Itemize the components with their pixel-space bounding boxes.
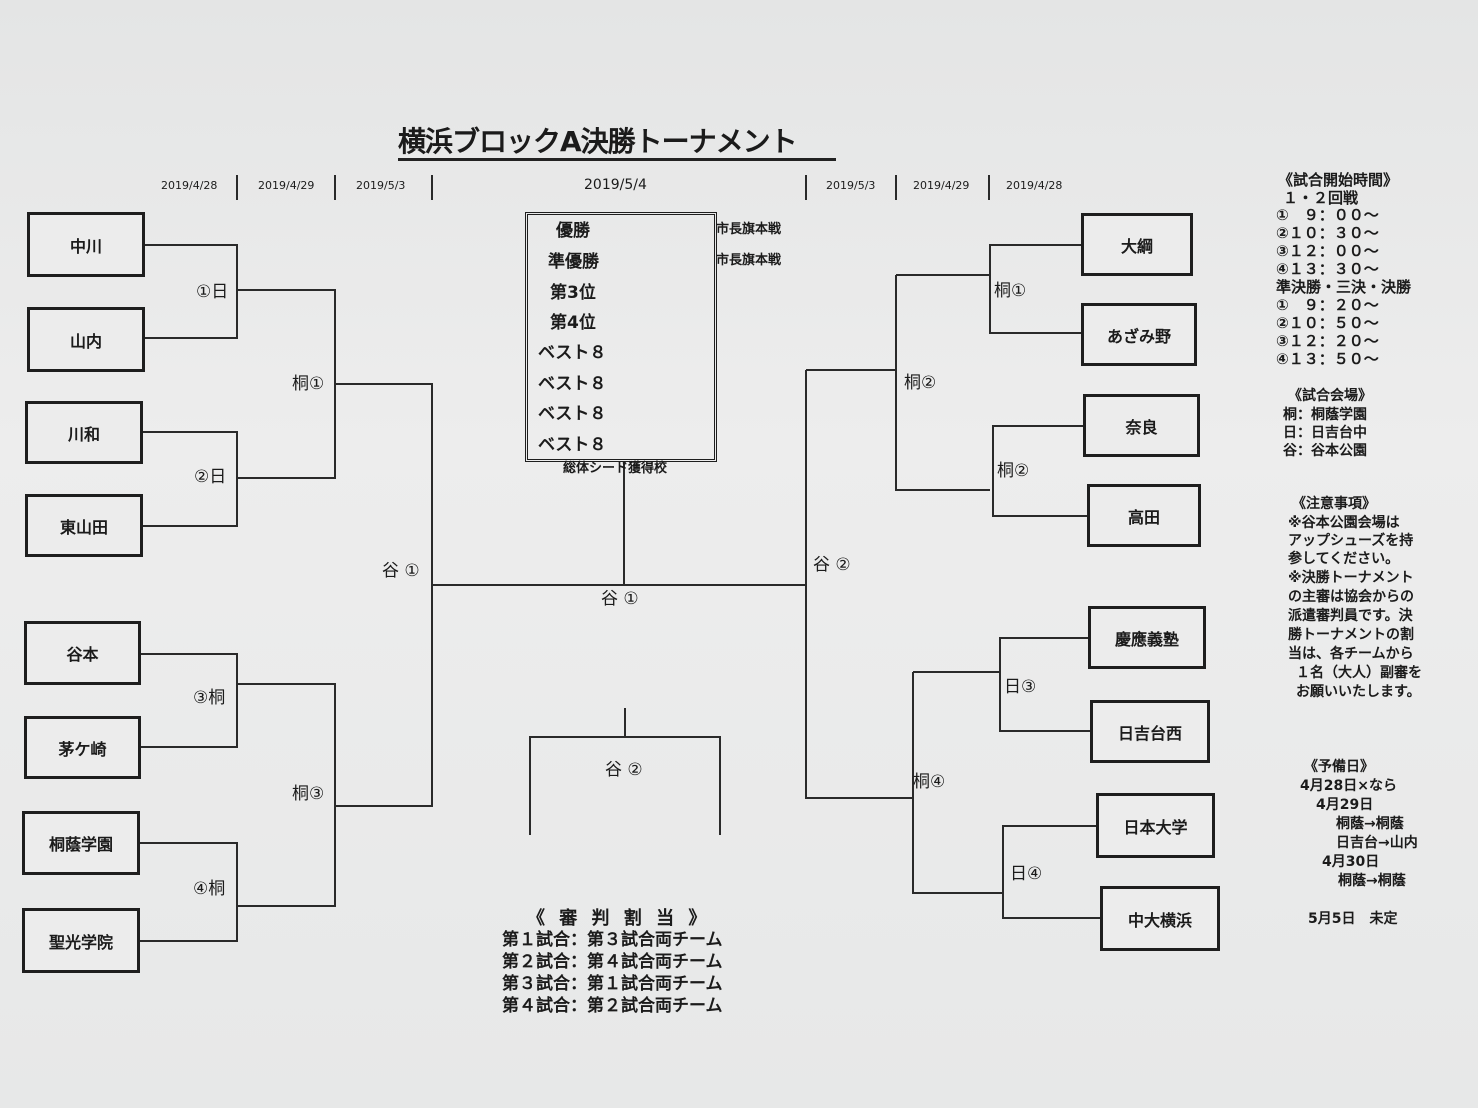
- page-title: 横浜ブロックA決勝トーナメント: [398, 125, 798, 158]
- match-label: 日③: [1004, 677, 1037, 697]
- referee-title: 《 審 判 割 当 》: [527, 908, 711, 929]
- match-label: 桐②: [997, 461, 1030, 481]
- seed-item: ベスト８: [538, 343, 607, 363]
- date-right-r1: 2019/4/28: [1006, 179, 1063, 192]
- notes-line: 勝トーナメントの割: [1288, 627, 1414, 643]
- date-right-r2: 2019/4/29: [913, 179, 970, 192]
- notes-line: の主審は協会からの: [1288, 589, 1414, 605]
- final-label: 谷 ①: [601, 589, 639, 609]
- match-label: 桐②: [904, 373, 937, 393]
- match-label: 桐①: [994, 281, 1027, 301]
- schedule-line: ④１３：５０～: [1276, 350, 1379, 368]
- match-label: 日④: [1010, 864, 1043, 884]
- venue-line: 日：日吉台中: [1283, 425, 1367, 441]
- notes-line: 派遣審判員です。決: [1288, 608, 1413, 624]
- seed-caption: 総体シード獲得校: [563, 461, 668, 476]
- team-box: 東山田: [25, 494, 143, 557]
- date-left-r2: 2019/4/29: [258, 179, 315, 192]
- team-box: 茅ケ崎: [24, 716, 141, 779]
- seed-item: ベスト８: [538, 404, 607, 424]
- team-box: 谷本: [24, 621, 141, 685]
- match-label: 谷 ①: [382, 561, 420, 581]
- schedule-line: ②１０：５０～: [1276, 314, 1379, 332]
- schedule-line: ③１２：２０～: [1276, 332, 1379, 350]
- reserve-line: 4月29日: [1316, 797, 1374, 813]
- title-underline: [398, 158, 836, 161]
- reserve-line: 5月5日 未定: [1308, 911, 1398, 927]
- team-box: 聖光学院: [22, 908, 140, 973]
- team-box: 日本大学: [1096, 793, 1215, 858]
- reserve-line: 4月28日×なら: [1300, 778, 1397, 794]
- venue-title: 《試合会場》: [1288, 388, 1372, 404]
- notes-line: お願いいたします。: [1296, 684, 1421, 700]
- schedule-line: １・２回戦: [1283, 189, 1359, 207]
- date-left-r3: 2019/5/3: [356, 179, 406, 192]
- seed-item: ベスト８: [538, 374, 607, 394]
- schedule-line: ②１０：３０～: [1276, 224, 1379, 242]
- schedule-line: ③１２：００～: [1276, 242, 1379, 260]
- date-right-r3: 2019/5/3: [826, 179, 876, 192]
- seed-item: 第3位: [550, 283, 596, 303]
- team-box: 中川: [27, 212, 145, 277]
- reserve-line: 日吉台→山内: [1336, 835, 1418, 851]
- team-box: 中大横浜: [1100, 886, 1220, 951]
- seed-note: 市長旗本戦: [716, 222, 782, 237]
- match-label: 桐①: [292, 374, 325, 394]
- schedule-line: ① ９：００～: [1276, 206, 1379, 224]
- schedule-line: ④１３：３０～: [1276, 260, 1379, 278]
- team-box: 桐蔭学園: [22, 811, 140, 875]
- venue-line: 谷：谷本公園: [1283, 443, 1367, 459]
- seed-item: ベスト８: [538, 435, 607, 455]
- seed-item: 第4位: [550, 313, 596, 333]
- reserve-line: 桐蔭→桐蔭: [1336, 816, 1404, 832]
- match-label: 桐③: [292, 784, 325, 804]
- team-box: 大綱: [1081, 213, 1193, 276]
- match-label: ④桐: [193, 879, 226, 899]
- match-label: ①日: [196, 282, 229, 302]
- notes-line: 当は、各チームから: [1288, 646, 1414, 662]
- team-box: 慶應義塾: [1088, 606, 1206, 669]
- notes-title: 《注意事項》: [1292, 496, 1376, 512]
- reserve-line: 4月30日: [1322, 854, 1380, 870]
- team-box: 奈良: [1083, 394, 1200, 457]
- team-box: 日吉台西: [1090, 700, 1210, 763]
- reserve-line: 桐蔭→桐蔭: [1338, 873, 1406, 889]
- venue-line: 桐：桐蔭学園: [1283, 407, 1367, 423]
- seed-item: 優勝: [556, 221, 590, 241]
- reserve-title: 《予備日》: [1304, 759, 1374, 775]
- match-label: ②日: [194, 467, 227, 487]
- team-box: あざみ野: [1081, 303, 1197, 366]
- referee-line: 第１試合：第３試合両チーム: [502, 930, 723, 950]
- notes-line: ※谷本公園会場は: [1288, 515, 1400, 531]
- match-label: 谷 ②: [813, 555, 851, 575]
- team-box: 高田: [1087, 484, 1201, 547]
- notes-line: アップシューズを持: [1288, 533, 1414, 549]
- match-label: 桐④: [913, 772, 946, 792]
- referee-line: 第２試合：第４試合両チーム: [502, 952, 723, 972]
- notes-line: １名（大人）副審を: [1296, 665, 1422, 681]
- schedule-line: ① ９：２０～: [1276, 296, 1379, 314]
- schedule-title: 《試合開始時間》: [1278, 171, 1399, 189]
- team-box: 山内: [27, 307, 145, 372]
- seed-box: [525, 212, 717, 462]
- schedule-line: 準決勝・三決・決勝: [1276, 278, 1412, 296]
- date-left-r1: 2019/4/28: [161, 179, 218, 192]
- third-place-label: 谷 ②: [605, 760, 643, 780]
- notes-line: ※決勝トーナメント: [1288, 570, 1414, 586]
- match-label: ③桐: [193, 688, 226, 708]
- seed-item: 準優勝: [548, 252, 599, 272]
- notes-line: 参してください。: [1288, 551, 1400, 567]
- referee-line: 第３試合：第１試合両チーム: [502, 974, 723, 994]
- seed-note: 市長旗本戦: [716, 253, 782, 268]
- referee-line: 第４試合：第２試合両チーム: [502, 996, 723, 1016]
- date-center: 2019/5/4: [584, 177, 647, 193]
- team-box: 川和: [25, 401, 143, 464]
